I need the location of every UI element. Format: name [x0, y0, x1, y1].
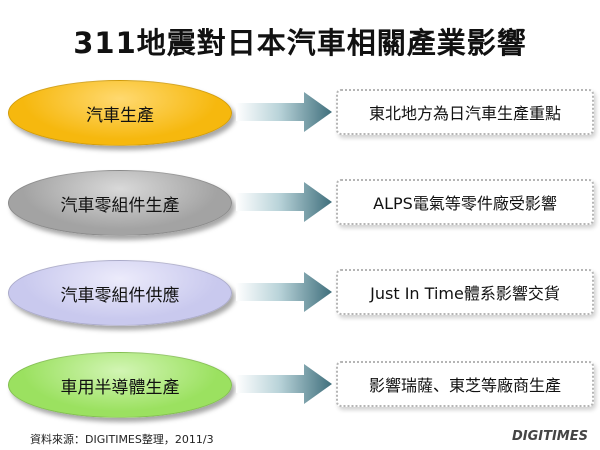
right-arrow-icon — [236, 182, 332, 222]
right-arrow-icon — [236, 92, 332, 132]
category-oval: 車用半導體生產 — [8, 352, 232, 418]
effect-box: Just In Time體系影響交貨 — [336, 269, 594, 315]
impact-row-semiconductor: 車用半導體生產 影響瑞薩、東芝等廠商生產 — [0, 346, 600, 426]
impact-row-parts-supply: 汽車零組件供應 Just In Time體系影響交貨 — [0, 254, 600, 334]
category-oval: 汽車零組件生產 — [8, 170, 232, 236]
impact-row-auto-production: 汽車生產 東北地方為日汽車生產重點 — [0, 74, 600, 154]
effect-box: 東北地方為日汽車生產重點 — [336, 89, 594, 135]
page-title: 311地震對日本汽車相關產業影響 — [73, 26, 527, 60]
effect-box: 影響瑞薩、東芝等廠商生產 — [336, 361, 594, 407]
digitimes-logo: DIGITIMES — [511, 429, 588, 444]
right-arrow-icon — [236, 272, 332, 312]
category-oval: 汽車生產 — [8, 80, 232, 146]
impact-row-parts-production: 汽車零組件生產 ALPS電氣等零件廠受影響 — [0, 164, 600, 244]
right-arrow-icon — [236, 364, 332, 404]
effect-box: ALPS電氣等零件廠受影響 — [336, 179, 594, 225]
source-note: 資料來源：DIGITIMES整理，2011/3 — [30, 433, 214, 446]
category-oval: 汽車零組件供應 — [8, 260, 232, 326]
